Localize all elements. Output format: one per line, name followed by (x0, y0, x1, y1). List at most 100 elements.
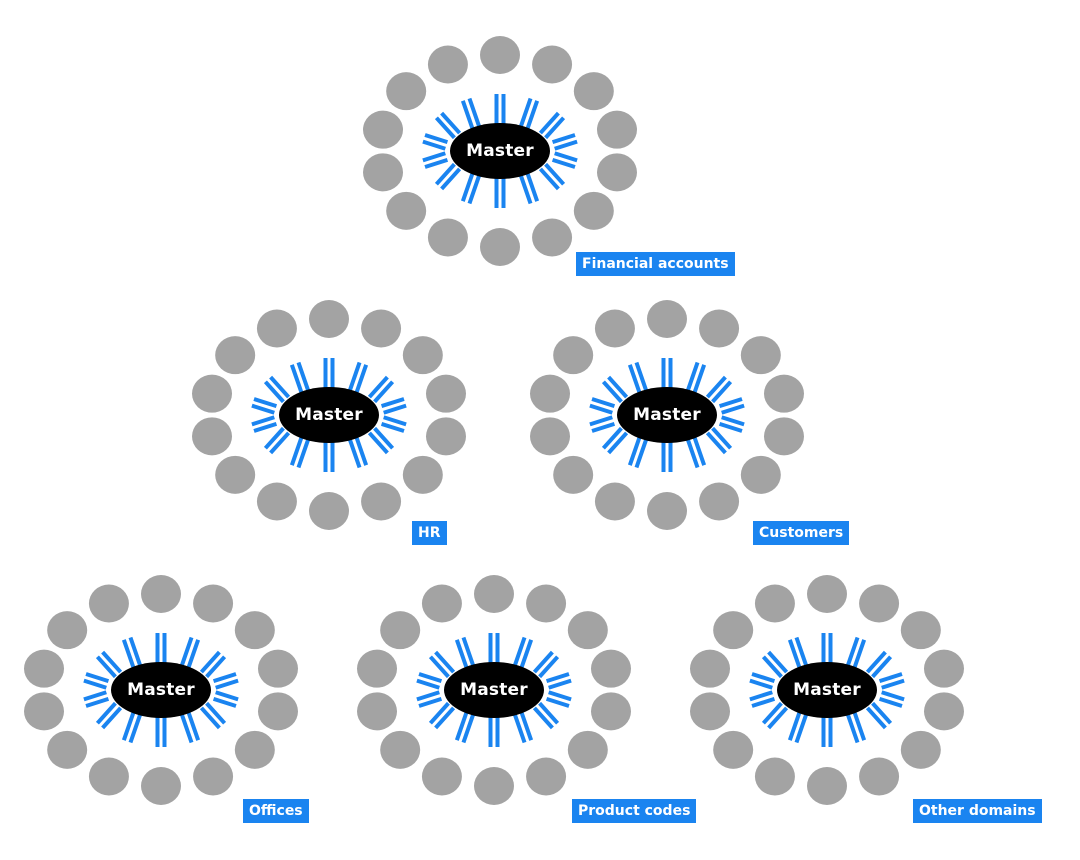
connector-line (199, 706, 221, 730)
connector-line (589, 415, 613, 427)
satellite-node (427, 218, 468, 257)
connector-line (627, 435, 642, 466)
satellite-node (859, 584, 900, 623)
cluster-other-domains: Master (687, 575, 967, 805)
cluster-graphic (363, 36, 637, 266)
satellite-node (647, 300, 687, 338)
connector-line (538, 655, 560, 679)
connector-line (878, 696, 903, 708)
satellite-node (567, 611, 608, 650)
satellite-node (363, 110, 404, 149)
satellite-node (594, 482, 635, 521)
connector-line (253, 397, 278, 409)
satellite-node (763, 417, 804, 456)
connector-line (749, 678, 773, 690)
connector-line (373, 426, 395, 450)
satellite-node (480, 228, 520, 266)
satellite-node (553, 455, 594, 494)
connector-line (607, 375, 629, 399)
connector-line (383, 403, 407, 415)
connector-line (627, 364, 642, 395)
connector-line (865, 706, 887, 730)
satellite-node (923, 649, 964, 688)
satellite-node (474, 767, 514, 805)
domain-tag-other-domains: Other domains (913, 799, 1042, 823)
connector-line (424, 133, 449, 145)
connector-line (721, 415, 745, 427)
connector-line (428, 655, 450, 679)
satellite-node (361, 482, 402, 521)
connector-line (128, 636, 143, 667)
connector-line (548, 690, 572, 702)
connector-line (538, 701, 560, 725)
connector-line (296, 438, 311, 469)
connector-line (269, 431, 291, 455)
connector-line (434, 650, 456, 674)
connector-line (85, 696, 110, 708)
satellite-node (309, 300, 349, 338)
connector-line (551, 133, 576, 145)
satellite-node (402, 336, 443, 375)
connector-line (434, 706, 456, 730)
connector-line (416, 690, 440, 702)
connector-line (518, 97, 533, 128)
satellite-node (234, 730, 275, 769)
satellite-node (357, 692, 398, 731)
master-node (111, 662, 211, 718)
connector-line (467, 174, 482, 205)
connector-line (601, 426, 623, 450)
connector-line (545, 696, 570, 708)
master-label: Master (633, 405, 701, 425)
satellite-node (427, 45, 468, 84)
connector-line (749, 690, 773, 702)
connector-line (186, 710, 201, 741)
connector-line (519, 639, 534, 670)
satellite-node (596, 153, 637, 192)
connector-line (721, 403, 745, 415)
satellite-node (900, 611, 941, 650)
cluster-graphic (357, 575, 631, 805)
connector-line (461, 713, 476, 744)
connector-line (215, 690, 239, 702)
satellite-node (699, 309, 740, 348)
connector-line (591, 397, 616, 409)
satellite-node (740, 336, 781, 375)
satellite-node (530, 374, 571, 413)
satellite-node (361, 309, 402, 348)
satellite-node (88, 584, 129, 623)
connector-line (380, 421, 405, 433)
satellite-node (192, 417, 233, 456)
connector-line (347, 361, 362, 392)
connector-line (367, 431, 389, 455)
connector-line (251, 415, 275, 427)
connector-line (589, 403, 613, 415)
connector-line (692, 364, 707, 395)
connector-line (212, 696, 237, 708)
satellite-node (256, 309, 297, 348)
cluster-graphic (192, 300, 466, 530)
master-node (279, 387, 379, 443)
connector-line (101, 706, 123, 730)
cluster-hr: Master (189, 300, 469, 530)
connector-line (852, 639, 867, 670)
connector-line (881, 690, 905, 702)
connector-line (548, 678, 572, 690)
connector-line (380, 397, 405, 409)
connector-line (845, 636, 860, 667)
connector-line (881, 678, 905, 690)
satellite-node (386, 191, 427, 230)
connector-line (865, 650, 887, 674)
master-label: Master (295, 405, 363, 425)
connector-line (383, 415, 407, 427)
connector-line (416, 678, 440, 690)
satellite-node (480, 36, 520, 74)
satellite-node (690, 692, 731, 731)
domain-tag-customers: Customers (753, 521, 850, 545)
connector-line (205, 655, 227, 679)
cluster-graphic (690, 575, 964, 805)
satellite-node (474, 575, 514, 613)
satellite-node (526, 584, 567, 623)
satellite-node (567, 730, 608, 769)
satellite-node (590, 692, 631, 731)
satellite-node (88, 757, 129, 796)
